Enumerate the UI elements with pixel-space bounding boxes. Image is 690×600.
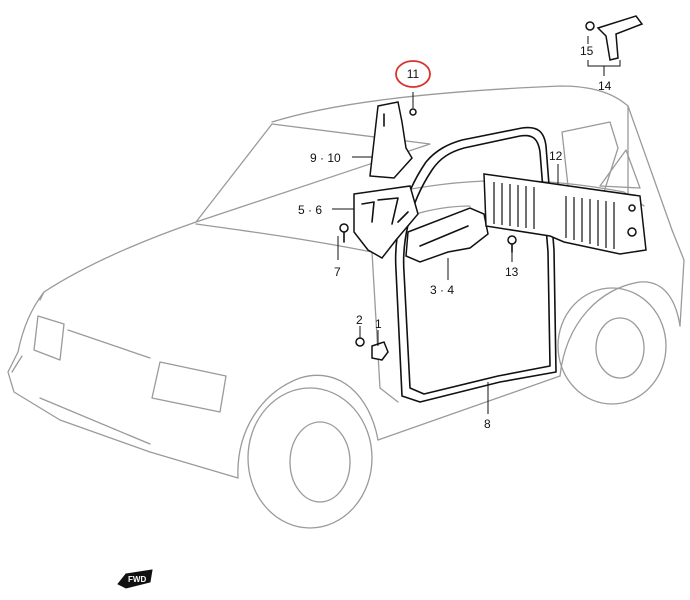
callout-11: 11: [407, 67, 420, 81]
callout-1: 1: [375, 317, 382, 331]
fwd-direction-arrow: FWD: [117, 569, 153, 589]
callout-5-6: 5 · 6: [298, 203, 322, 217]
callout-14: 14: [598, 79, 612, 93]
callout-labels: 11 9 · 10 5 · 6 7 3 · 4 12 13 2 1 8 15 1…: [298, 44, 612, 431]
callout-13: 13: [505, 265, 519, 279]
callout-15: 15: [580, 44, 594, 58]
side-trim-panel: [353, 185, 419, 259]
vehicle-body: [7, 85, 685, 529]
callout-11-highlight-ring: [395, 60, 431, 88]
door-opening-trim: [394, 126, 557, 403]
callout-2: 2: [356, 313, 363, 327]
floor-side-panel: [405, 207, 489, 263]
front-pillar-trim: [369, 101, 413, 179]
callout-9-10: 9 · 10: [310, 151, 341, 165]
callout-7: 7: [334, 265, 341, 279]
rear-quarter-trim: [483, 173, 647, 255]
fasteners: [339, 15, 644, 361]
callout-3-4: 3 · 4: [430, 283, 454, 297]
leader-lines: [332, 36, 621, 414]
callout-8: 8: [484, 417, 491, 431]
fwd-label: FWD: [128, 575, 146, 584]
trim-ribs: [493, 182, 615, 249]
callout-12: 12: [549, 149, 563, 163]
